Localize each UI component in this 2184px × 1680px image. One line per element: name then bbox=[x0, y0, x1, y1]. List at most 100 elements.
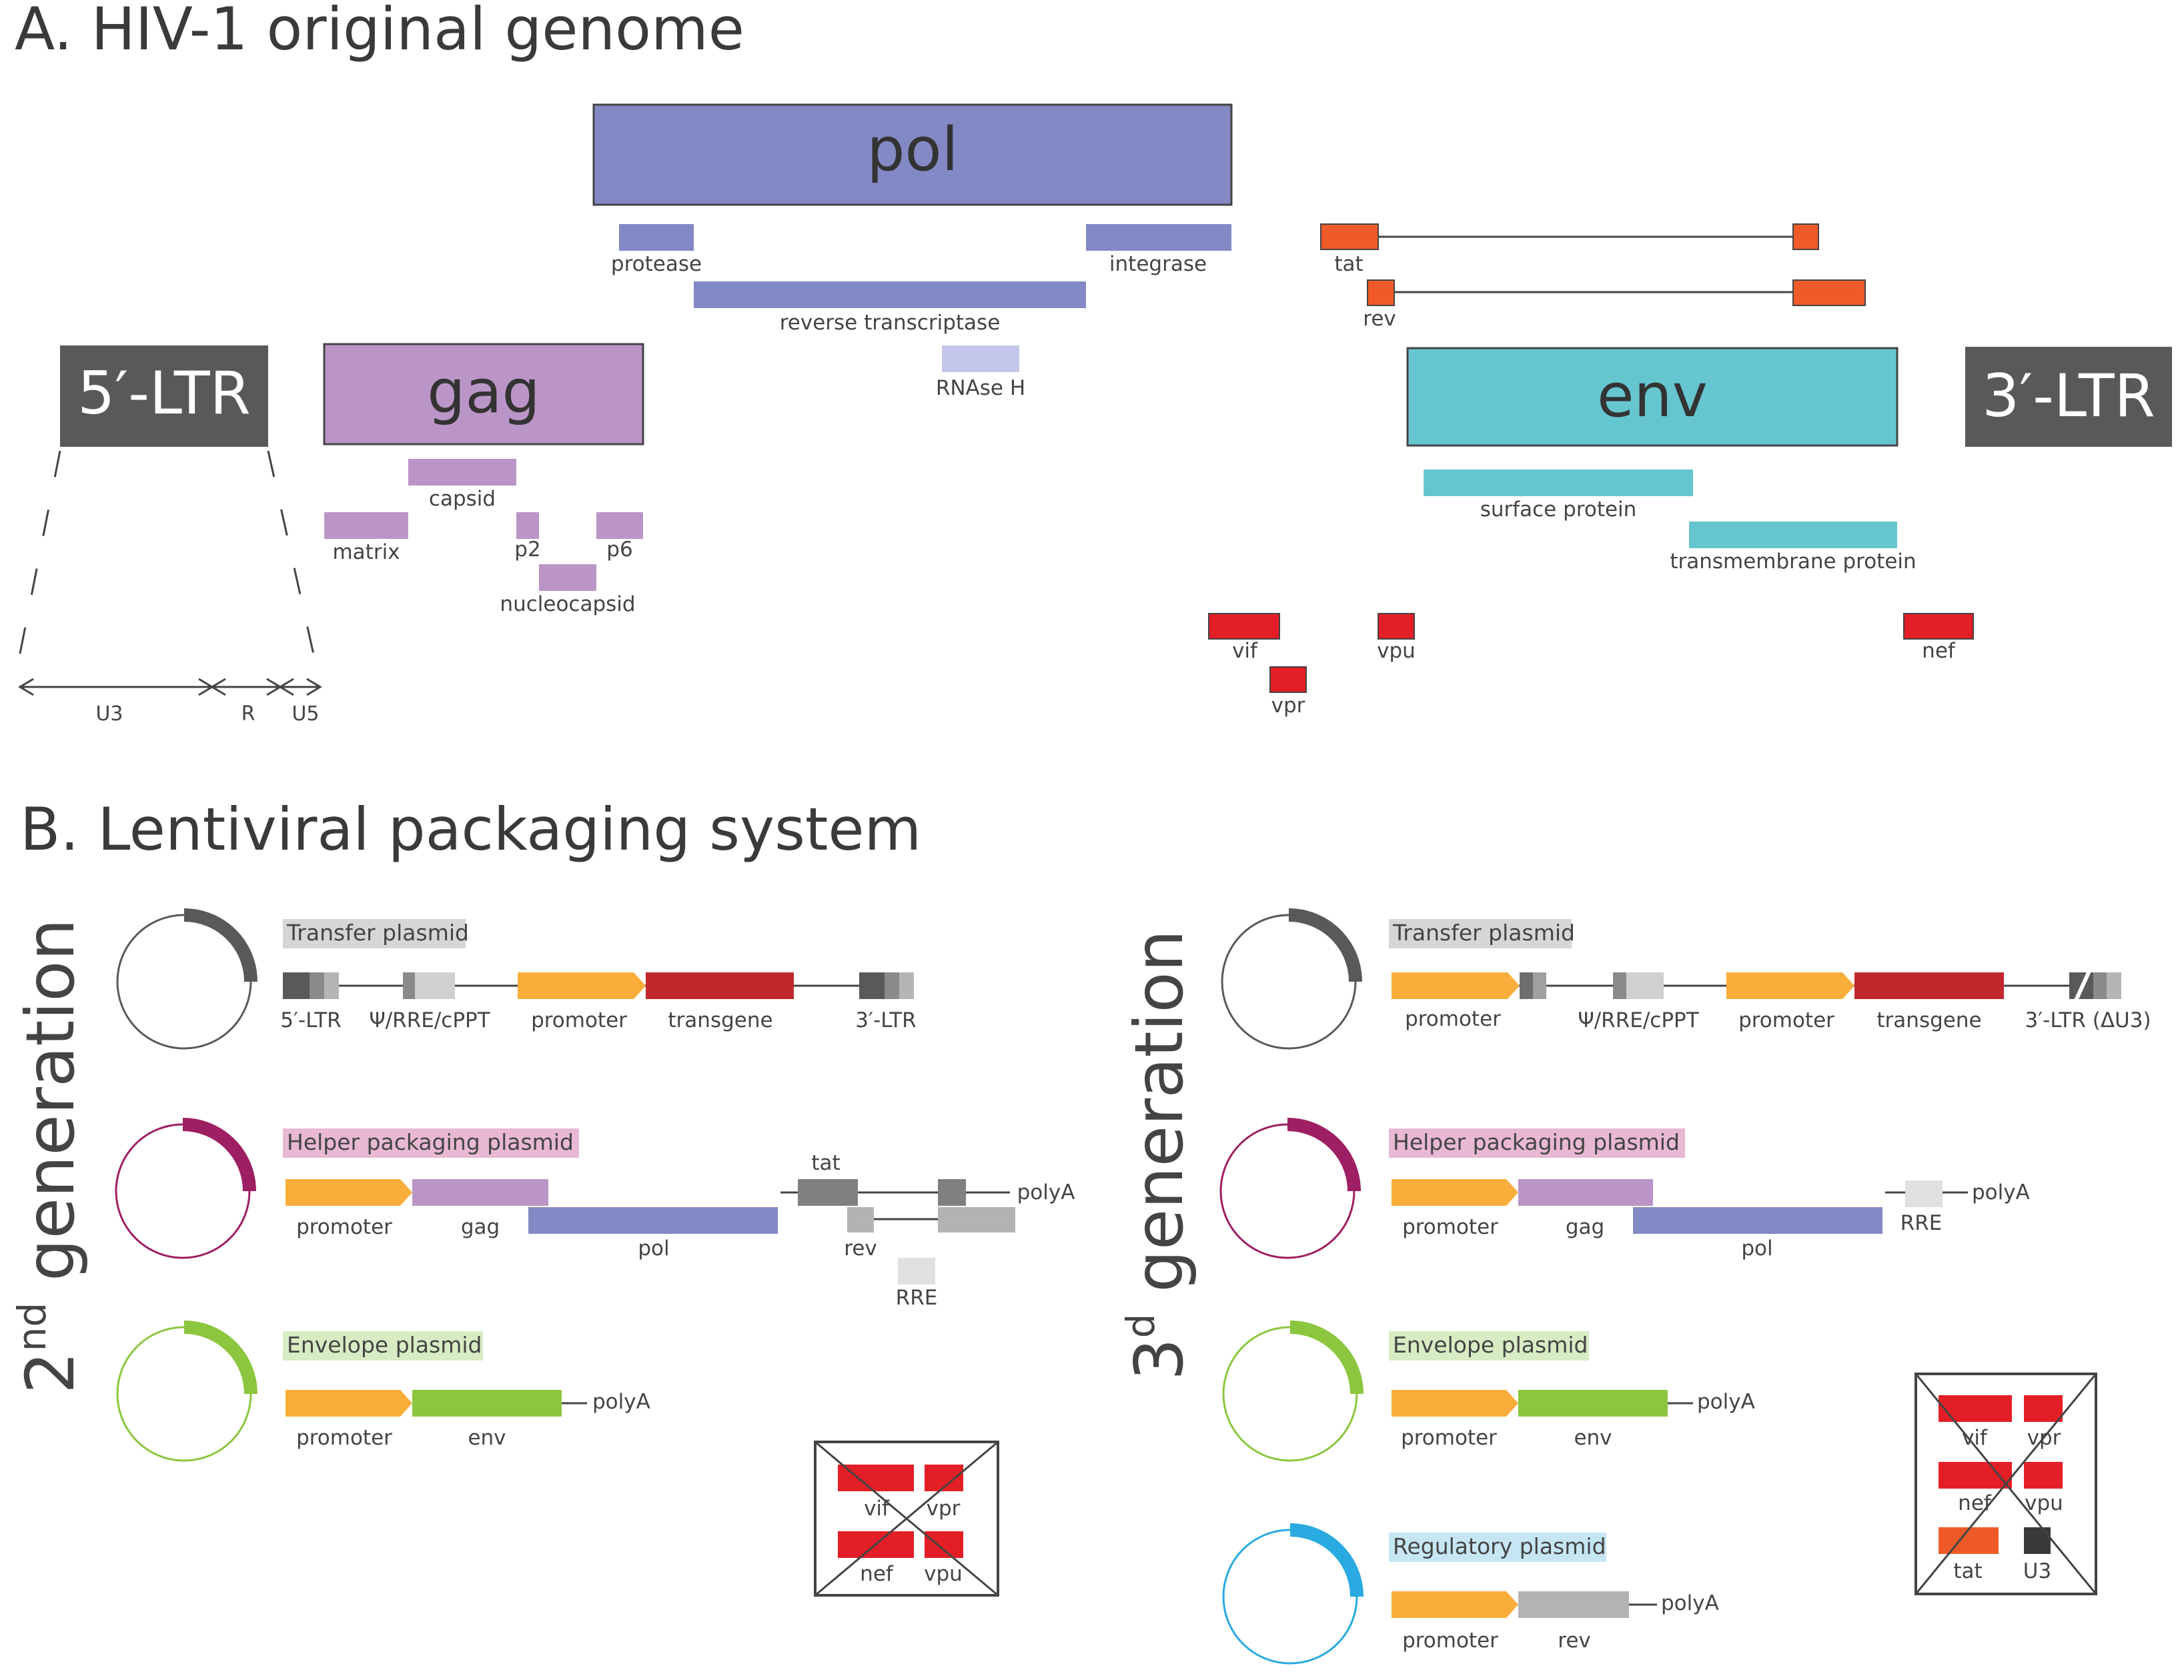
vpu-bar bbox=[1378, 613, 1415, 640]
gen2-helper-plasmid-arc bbox=[182, 1118, 256, 1192]
rnase-h-label: RNAse H bbox=[936, 376, 1025, 400]
gen3-helper-rre-label: RRE bbox=[1900, 1211, 1943, 1235]
u3-label: U3 bbox=[95, 702, 123, 726]
gen2-transfer-transgene-label: transgene bbox=[668, 1008, 772, 1032]
section-a-title: A. HIV-1 original genome bbox=[15, 0, 744, 63]
gen3-envelope-tag-bg bbox=[1389, 1331, 1589, 1361]
gen2-helper-polya-label: polyA bbox=[1017, 1180, 1075, 1204]
gen3-helper-gag bbox=[1518, 1179, 1653, 1206]
gen3-transfer-psi-light bbox=[1626, 972, 1664, 999]
gen3-helper-polya-label: polyA bbox=[1972, 1180, 2030, 1204]
gen2-envelope-promoter-label: promoter bbox=[296, 1426, 392, 1450]
nucleocapsid-bar bbox=[539, 564, 596, 591]
gen3-transfer-promoter2-label: promoter bbox=[1738, 1008, 1834, 1032]
gen2-transfer-ltr3-label: 3′-LTR bbox=[855, 1008, 916, 1032]
gen2-transfer-promoter-label: promoter bbox=[531, 1008, 627, 1032]
gen2-helper-promoter-label: promoter bbox=[296, 1215, 392, 1239]
gen3-envelope-env bbox=[1518, 1390, 1668, 1417]
r-label: R bbox=[241, 702, 255, 726]
gen2-helper-tat-exon2 bbox=[938, 1179, 966, 1206]
gen3-helper-rre bbox=[1905, 1180, 1943, 1207]
gen3-removed-vif bbox=[1939, 1395, 2012, 1422]
gen2-helper-tat-exon1 bbox=[798, 1179, 858, 1206]
gen2-transfer-ltr5-label: 5′-LTR bbox=[280, 1008, 341, 1032]
p2-bar bbox=[516, 512, 539, 539]
gen3-helper-plasmid-arc bbox=[1287, 1118, 1361, 1192]
u5-label: U5 bbox=[292, 702, 319, 726]
gen2-removed-vpu bbox=[925, 1531, 963, 1558]
transmembrane-protein-bar bbox=[1689, 522, 1897, 548]
gen2-helper-pol bbox=[528, 1207, 778, 1234]
gen3-helper-promoter bbox=[1392, 1179, 1518, 1206]
protease-label: protease bbox=[611, 252, 702, 276]
gen3-removed-vpu bbox=[2024, 1462, 2063, 1489]
gen3-removed-u3 bbox=[2024, 1527, 2051, 1554]
gen2-removed-box bbox=[814, 1441, 999, 1597]
gen2-helper-promoter bbox=[286, 1179, 412, 1206]
gen2-envelope-tag: Envelope plasmid bbox=[287, 1332, 482, 1358]
gen2-envelope-promoter bbox=[286, 1390, 412, 1417]
p6-label: p6 bbox=[606, 538, 632, 562]
gen3-regulatory-rev-label: rev bbox=[1558, 1629, 1590, 1653]
gen3-transfer-promoter2 bbox=[1726, 972, 1854, 999]
reverse-transcriptase-label: reverse transcriptase bbox=[780, 311, 1001, 335]
gen3-helper-tag-bg bbox=[1389, 1128, 1685, 1158]
section-b-title: B. Lentiviral packaging system bbox=[20, 795, 921, 864]
gen3-envelope-promoter bbox=[1392, 1390, 1518, 1417]
gen3-transfer-ltr3-label: 3′-LTR (ΔU3) bbox=[2025, 1008, 2151, 1032]
gen2-transfer-plasmid-arc bbox=[183, 908, 257, 982]
ltr5-box bbox=[60, 345, 268, 447]
gen3-regulatory-tag-bg bbox=[1389, 1533, 1606, 1562]
vpr-label: vpr bbox=[1271, 694, 1305, 718]
gen3-transfer-ltr3-light bbox=[2107, 972, 2121, 999]
gen2-transfer-ltr3-mid bbox=[885, 972, 899, 999]
gen2-envelope-env bbox=[412, 1390, 562, 1417]
gen3-helper-gag-label: gag bbox=[1566, 1215, 1604, 1239]
gen2-transfer-psi-light bbox=[415, 972, 455, 999]
gen3-removed-cross-2 bbox=[1915, 1373, 2097, 1595]
gen2-heading: 2nd generation bbox=[9, 918, 89, 1394]
gen3-removed-vpu-label: vpu bbox=[2025, 1491, 2063, 1515]
tat-exon2 bbox=[1792, 223, 1819, 250]
gen2-helper-tag-bg bbox=[283, 1128, 579, 1158]
gen3-removed-tat bbox=[1939, 1527, 1999, 1554]
gen3-helper-pol-label: pol bbox=[1741, 1236, 1772, 1261]
ltr-zoom-right bbox=[267, 450, 316, 661]
gen3-transfer-plasmid-arc bbox=[1288, 908, 1362, 982]
gen3-removed-u3-label: U3 bbox=[2023, 1559, 2051, 1583]
rev-label: rev bbox=[1363, 307, 1396, 331]
gen2-transfer-tag: Transfer plasmid bbox=[286, 920, 469, 946]
gen2-helper-rre bbox=[898, 1258, 935, 1285]
gen3-transfer-block bbox=[1520, 972, 1533, 999]
gen2-helper-gag bbox=[412, 1179, 548, 1206]
gen2-removed-vpr-label: vpr bbox=[927, 1497, 961, 1521]
gen2-helper-rev-exon1 bbox=[847, 1207, 874, 1232]
gen2-removed-cross-2 bbox=[814, 1441, 999, 1597]
gen3-transfer-block-light bbox=[1533, 972, 1546, 999]
gen2-transfer-transgene bbox=[646, 972, 794, 999]
gen3-helper-promoter-label: promoter bbox=[1402, 1215, 1498, 1239]
gen2-transfer-tag-bg bbox=[283, 919, 466, 948]
gen2-transfer-psi-label: Ψ/RRE/cPPT bbox=[369, 1008, 490, 1032]
gag-gene-box bbox=[323, 343, 644, 446]
gag-gene-label: gag bbox=[427, 357, 540, 427]
vif-label: vif bbox=[1232, 639, 1258, 663]
gen3-envelope-promoter-label: promoter bbox=[1401, 1426, 1497, 1450]
gen3-transfer-transgene-label: transgene bbox=[1876, 1008, 1981, 1032]
gen2-transfer-promoter bbox=[518, 972, 646, 999]
gen3-regulatory-tag: Regulatory plasmid bbox=[1393, 1533, 1606, 1559]
gen3-envelope-env-label: env bbox=[1574, 1426, 1612, 1450]
ltr3-box bbox=[1965, 347, 2172, 447]
gen2-helper-tag: Helper packaging plasmid bbox=[287, 1129, 574, 1155]
gen2-helper-rev-label: rev bbox=[844, 1236, 877, 1261]
gen2-transfer-ltr3-light bbox=[899, 972, 914, 999]
gen3-removed-tat-label: tat bbox=[1953, 1559, 1982, 1583]
gen2-envelope-env-label: env bbox=[468, 1426, 506, 1450]
gen3-removed-nef-label: nef bbox=[1958, 1491, 1992, 1515]
gen2-envelope-plasmid-arc bbox=[183, 1321, 257, 1395]
gen3-removed-box bbox=[1915, 1373, 2097, 1595]
matrix-label: matrix bbox=[332, 540, 400, 564]
tat-label: tat bbox=[1334, 252, 1363, 276]
surface-protein-bar bbox=[1424, 470, 1693, 496]
gen3-transfer-tag: Transfer plasmid bbox=[1392, 920, 1575, 946]
